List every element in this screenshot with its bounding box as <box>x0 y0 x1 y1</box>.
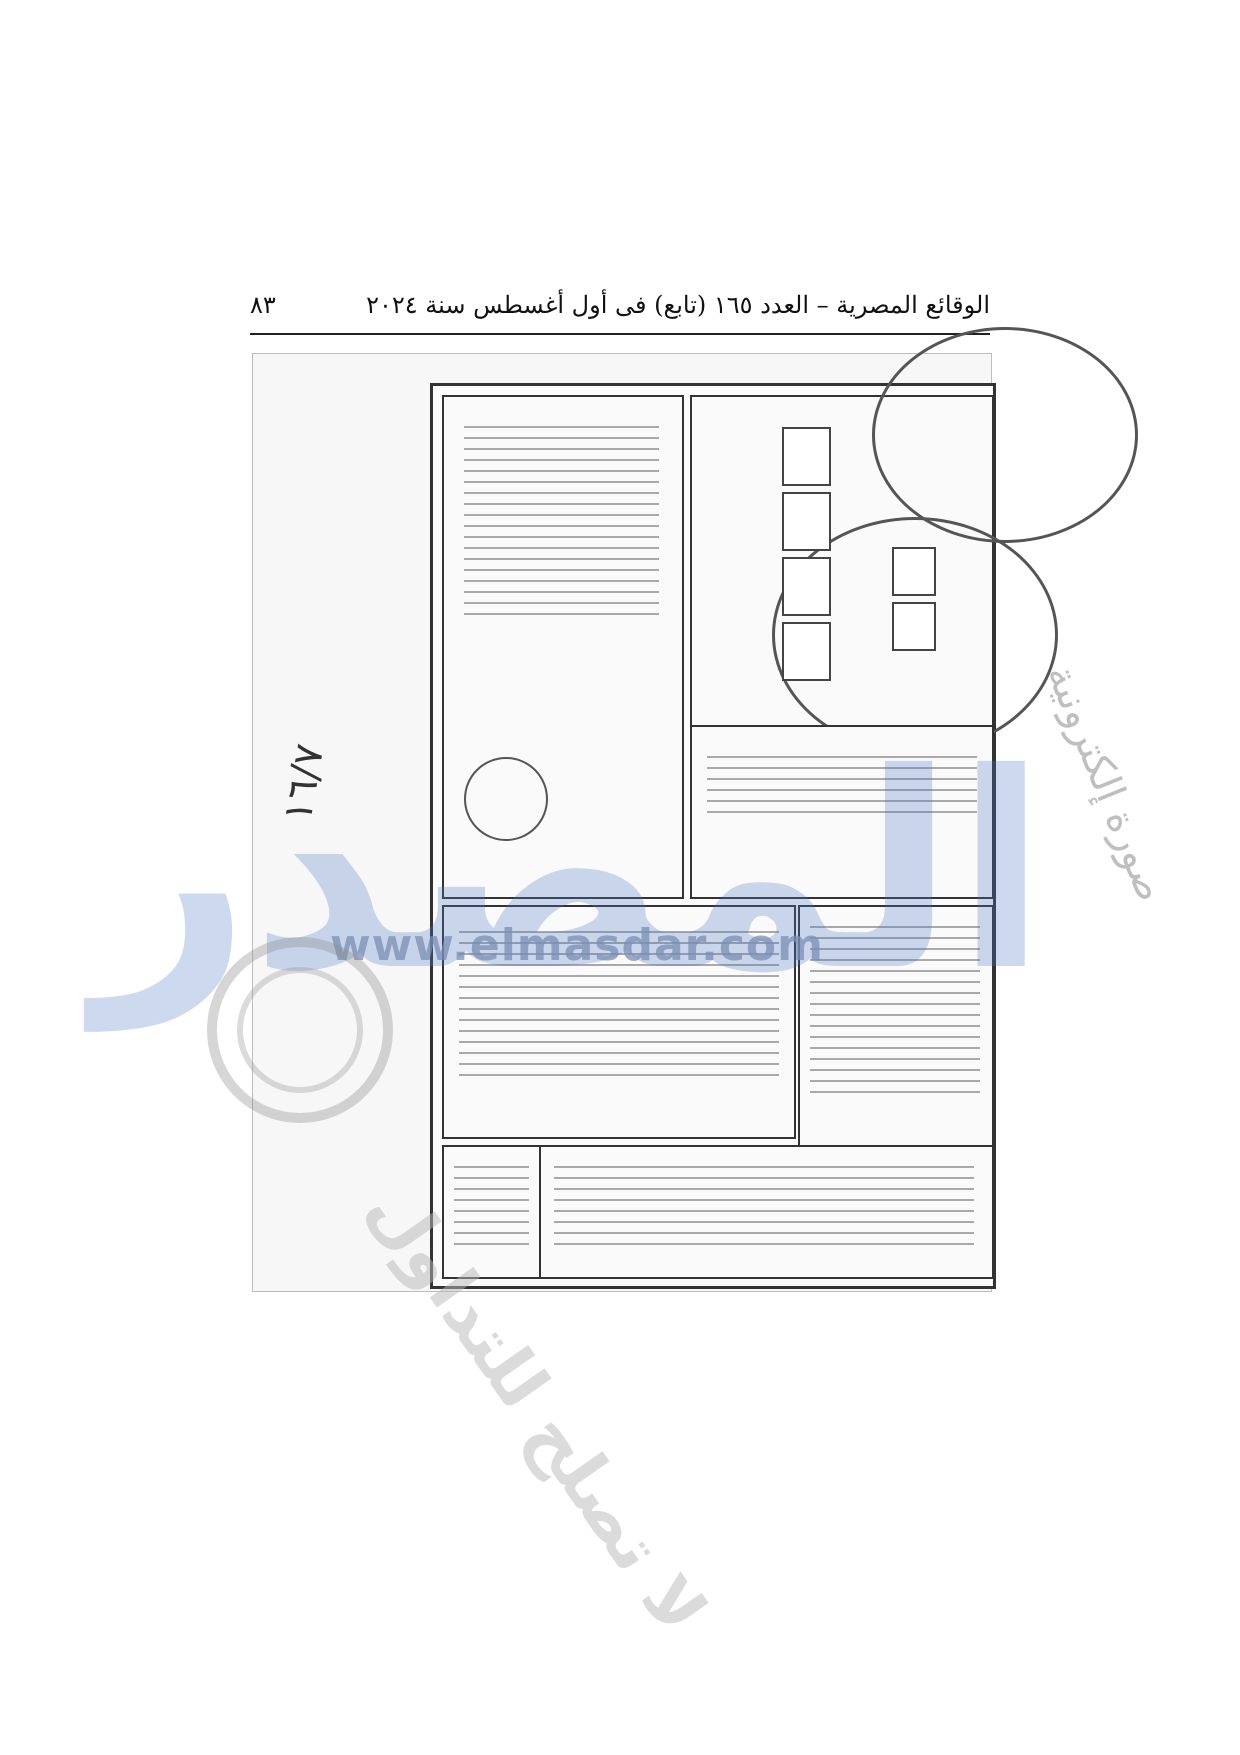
areas-table-panel <box>798 905 994 1179</box>
printing-authority-emblem-icon <box>207 937 393 1123</box>
road-curve <box>872 327 1138 543</box>
official-stamp <box>464 757 548 841</box>
notes-panel <box>442 905 796 1139</box>
plot-lot <box>892 602 936 651</box>
watermark-subtext: صورة إلكترونية <box>1037 657 1174 909</box>
page-header: الوقائع المصرية – العدد ١٦٥ (تابع) فى أو… <box>250 285 990 325</box>
plot-lot <box>782 492 831 551</box>
header-rule <box>250 333 990 335</box>
plot-lot <box>892 547 936 596</box>
plot-lot <box>782 557 831 616</box>
approvals-panel <box>442 395 684 899</box>
plot-lot <box>782 622 831 681</box>
page-number: ٨٣ <box>250 291 276 319</box>
site-plan-panel <box>690 327 1138 753</box>
gazette-title: الوقائع المصرية – العدد ١٦٥ (تابع) فى أو… <box>366 291 990 319</box>
plot-lot <box>782 427 831 486</box>
road-sections-panel <box>690 725 994 899</box>
legend-panel <box>442 1145 541 1279</box>
